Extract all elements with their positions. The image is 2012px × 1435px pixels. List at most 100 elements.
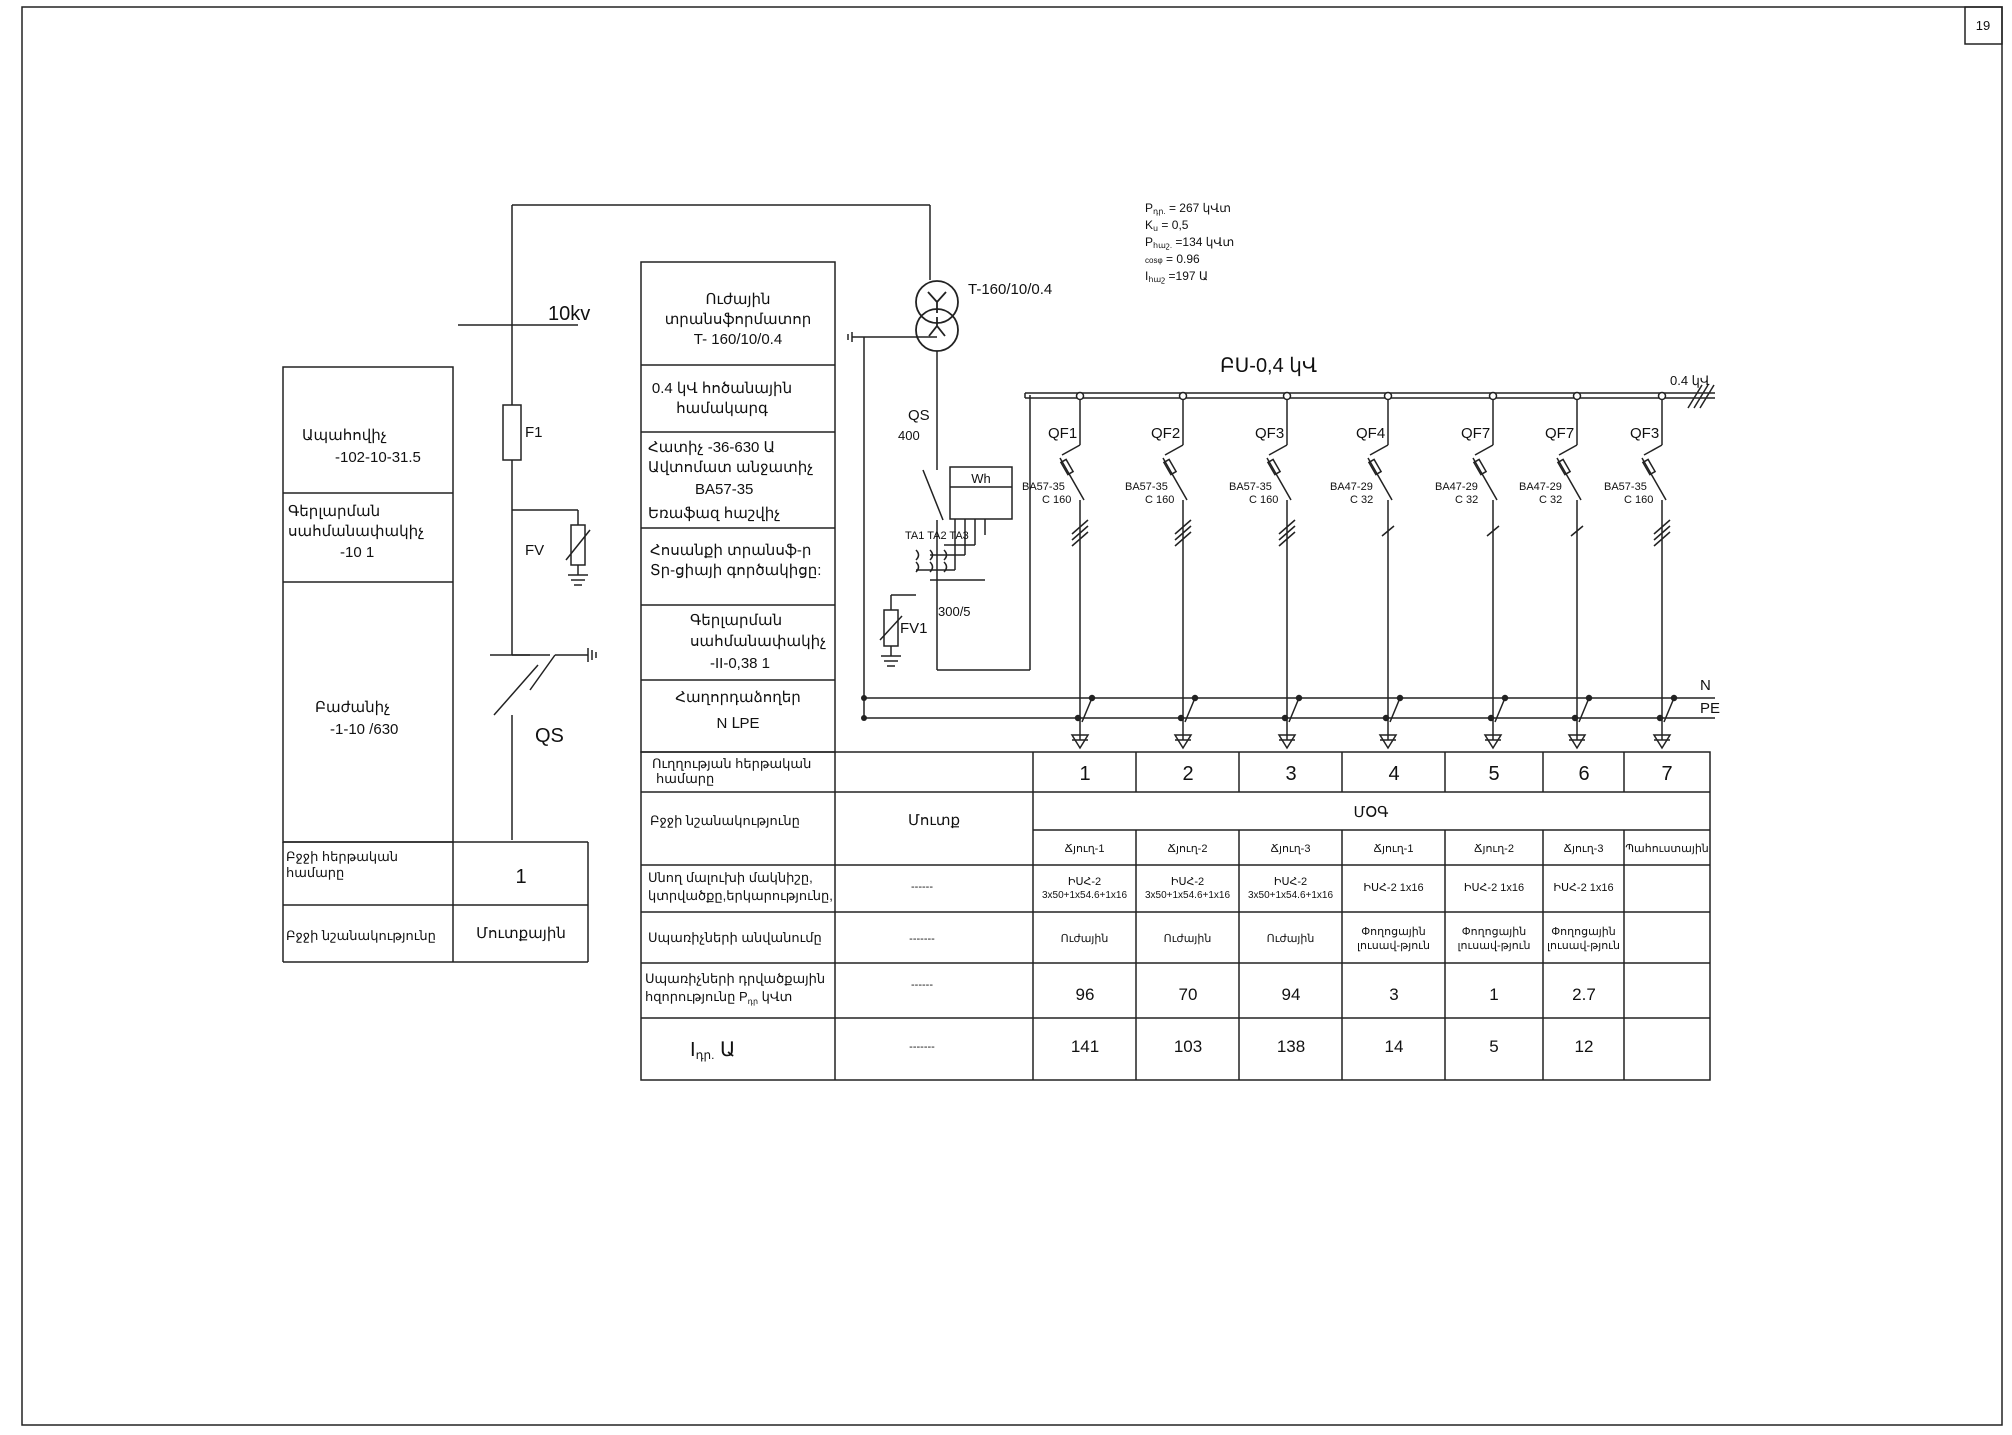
row-number-label-1: Ուղղության հերթական bbox=[652, 756, 811, 771]
feeder-consumer: լուսավ-թյուն bbox=[1357, 940, 1430, 952]
breaker-spec-4: Եռաֆազ հաշվիչ bbox=[648, 505, 780, 522]
feeder-line-name: Ճյուղ-2 bbox=[1168, 843, 1208, 855]
main-switch-rating: 400 bbox=[898, 428, 920, 443]
feeder-cable: ԻՍՀ-2 bbox=[1274, 876, 1307, 888]
calculation-block: Pդր. = 267 կՎտ Kս = 0,5 Pհաշ. =134 կՎտ c… bbox=[1145, 201, 1234, 284]
feeder-number: 2 bbox=[1182, 763, 1193, 785]
cell-number-label-1: Բջջի հերթական bbox=[286, 849, 398, 864]
pe-tap bbox=[1656, 714, 1664, 722]
bus-voltage: 0.4 կՎ bbox=[1670, 373, 1710, 388]
feeder-power: 94 bbox=[1282, 985, 1301, 1004]
lv-input bbox=[847, 332, 1031, 718]
busbar-spec-2: համակարգ bbox=[676, 400, 768, 417]
feeder-number: 1 bbox=[1079, 763, 1090, 785]
bus-tap bbox=[1075, 391, 1085, 401]
breaker-rating: C 160 bbox=[1145, 494, 1174, 506]
breaker-rating: C 32 bbox=[1350, 494, 1373, 506]
purpose-input: Մուտք bbox=[908, 812, 960, 829]
pe-tap bbox=[1382, 714, 1390, 722]
feeder-power: 96 bbox=[1076, 985, 1095, 1004]
breaker-type: BA57-35 bbox=[1229, 481, 1272, 493]
feeder-cable: 3x50+1x54.6+1x16 bbox=[1248, 890, 1334, 901]
arrester-fv1-label: FV1 bbox=[900, 620, 928, 637]
feeder-line-name: Ճյուղ-3 bbox=[1564, 843, 1604, 855]
hv-voltage-label: 10kv bbox=[548, 303, 590, 325]
breaker-type: BA47-29 bbox=[1519, 481, 1562, 493]
fuse-spec-line1: Ապահովիչ bbox=[302, 427, 387, 444]
arrester2-spec-1: Գերլարման bbox=[690, 612, 782, 629]
feeder-number: 5 bbox=[1488, 763, 1499, 785]
conductors-spec-2: N ԼPE bbox=[716, 715, 759, 732]
feeder-current: 138 bbox=[1277, 1037, 1305, 1056]
row-current-label: Iդր. Ա bbox=[690, 1039, 735, 1062]
feeder-line-name: Ճյուղ-3 bbox=[1271, 843, 1311, 855]
lv-busbar bbox=[1024, 384, 1715, 409]
bus-title: ԲՍ-0,4 կՎ bbox=[1220, 355, 1317, 377]
pe-junction bbox=[861, 715, 867, 721]
row-power-label-2: հզորությունը Pդր կՎտ bbox=[645, 989, 792, 1006]
arrester-spec-line2: սահմանափակիչ bbox=[288, 523, 424, 540]
arrester-spec-line3: -10 1 bbox=[340, 544, 374, 561]
busbar-spec-1: 0.4 կՎ հոծանային bbox=[652, 380, 792, 397]
breaker-name: QF7 bbox=[1461, 425, 1490, 442]
row-number-label-2: համարը bbox=[656, 771, 714, 786]
bus-tap bbox=[1383, 391, 1393, 401]
fuse-label: F1 bbox=[525, 424, 543, 441]
breaker-spec-1: Հատիչ -36-630 Ա bbox=[648, 439, 775, 456]
feeder-power: 1 bbox=[1489, 985, 1498, 1004]
cell-number-label-2: համարը bbox=[286, 865, 344, 880]
bus-tap bbox=[1488, 391, 1498, 401]
ct-spec-1: Հոսանքի տրանսֆ-ր bbox=[650, 542, 811, 559]
row-cable-label-2: կտրվածքը,երկարությունը, bbox=[648, 888, 833, 903]
bus-tap bbox=[1657, 391, 1667, 401]
transformer-label: T-160/10/0.4 bbox=[968, 281, 1052, 298]
feeder-power: 3 bbox=[1389, 985, 1398, 1004]
breaker-name: QF3 bbox=[1630, 425, 1659, 442]
dash-cable: ------ bbox=[911, 881, 933, 893]
feeder-line-name: Պահուստային bbox=[1625, 843, 1709, 855]
breaker-rating: C 32 bbox=[1455, 494, 1478, 506]
ct-spec-2: Տր-ցիայի գործակիցը: bbox=[650, 562, 821, 579]
hv-section bbox=[458, 204, 931, 840]
dash-consumer: ------- bbox=[909, 933, 935, 945]
bus-tap bbox=[1282, 391, 1292, 401]
feeder-2 bbox=[1162, 391, 1199, 750]
breaker-rating: C 160 bbox=[1042, 494, 1071, 506]
disconnector-label: QS bbox=[535, 725, 564, 747]
svg-text:cosφ = 0.96: cosφ = 0.96 bbox=[1145, 252, 1200, 266]
feeder-consumer: Փողոցային bbox=[1361, 926, 1425, 938]
feeder-5 bbox=[1472, 391, 1509, 750]
breaker-rating: C 32 bbox=[1539, 494, 1562, 506]
breaker-type: BA57-35 bbox=[1604, 481, 1647, 493]
feeder-consumer: լուսավ-թյուն bbox=[1547, 940, 1620, 952]
dash-current: ------- bbox=[909, 1041, 935, 1053]
breaker-spec-3: BA57-35 bbox=[695, 481, 753, 498]
feeder-consumer: Ուժային bbox=[1061, 933, 1109, 945]
svg-text:Iհաշ =197 Ա: Iհաշ =197 Ա bbox=[1145, 269, 1208, 284]
breaker-name: QF1 bbox=[1048, 425, 1077, 442]
feeder-cable: ԻՍՀ-2 1x16 bbox=[1464, 882, 1524, 894]
breaker-name: QF2 bbox=[1151, 425, 1180, 442]
feeder-cable: 3x50+1x54.6+1x16 bbox=[1145, 890, 1231, 901]
feeder-power: 2.7 bbox=[1572, 985, 1596, 1004]
meter-label: Wh bbox=[971, 471, 991, 486]
left-table bbox=[282, 366, 589, 963]
bus-tap bbox=[1178, 391, 1188, 401]
feeder-cable: ԻՍՀ-2 bbox=[1068, 876, 1101, 888]
feeder-line-name: Ճյուղ-2 bbox=[1474, 843, 1514, 855]
n-junction bbox=[861, 695, 867, 701]
bus-tap bbox=[1572, 391, 1582, 401]
svg-text:Kս = 0,5: Kս = 0,5 bbox=[1145, 218, 1189, 233]
svg-text:Pդր. = 267 կՎտ: Pդր. = 267 կՎտ bbox=[1145, 201, 1231, 216]
feeder-current: 14 bbox=[1385, 1037, 1404, 1056]
breaker-type: BA57-35 bbox=[1022, 481, 1065, 493]
arrester2-spec-3: -II-0,38 1 bbox=[710, 655, 770, 672]
feeder-consumer: Ուժային bbox=[1164, 933, 1212, 945]
arrester2-spec-2: սահմանափակիչ bbox=[690, 633, 826, 650]
feeder-3 bbox=[1266, 391, 1303, 750]
svg-text:Pհաշ. =134 կՎտ: Pհաշ. =134 կՎտ bbox=[1145, 235, 1234, 250]
dash-power: ------ bbox=[911, 979, 933, 991]
pe-tap bbox=[1177, 714, 1185, 722]
